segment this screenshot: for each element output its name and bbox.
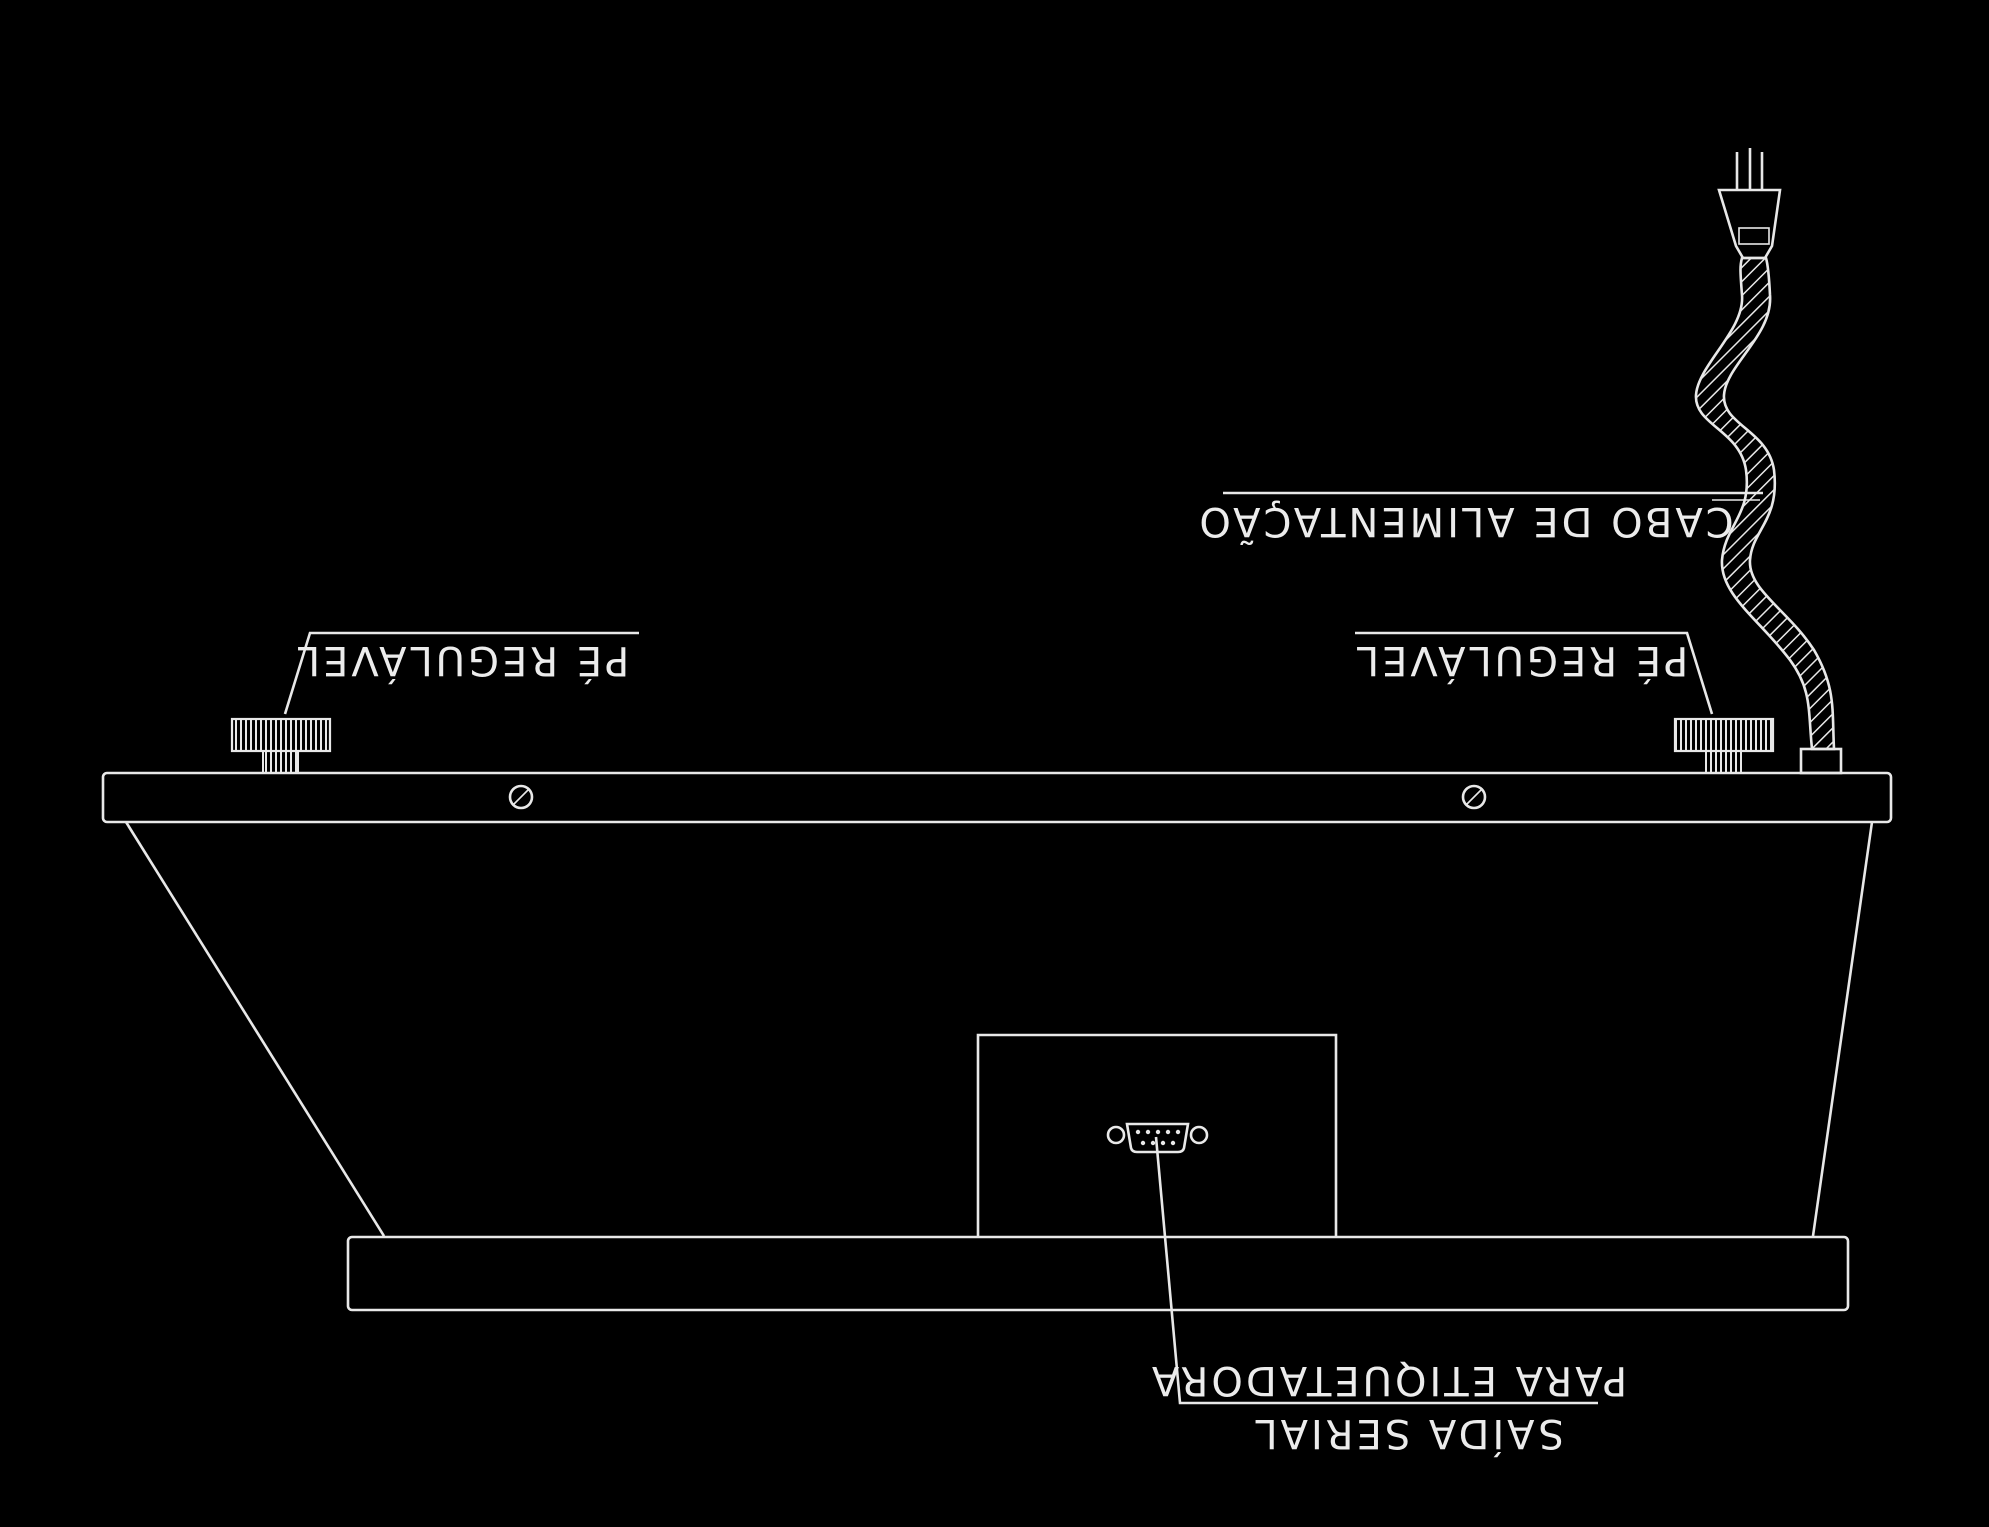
screw-left-icon <box>508 784 534 810</box>
housing-body <box>124 821 1874 1237</box>
serial-port-icon <box>1106 1122 1209 1154</box>
label-power-cable: CABO DE ALIMENTAÇÃO <box>1196 498 1733 546</box>
adjustable-foot-right <box>1673 717 1775 774</box>
serial-panel <box>976 1033 1338 1237</box>
label-serial-line2: PARA ETIQUETADORA <box>1149 1357 1627 1403</box>
power-plug-icon <box>1717 148 1782 260</box>
label-serial-line1: SAÍDA SERIAL <box>1252 1410 1563 1458</box>
label-foot-left: PÉ REGULÁVEL <box>295 637 629 685</box>
screw-right-icon <box>1461 784 1487 810</box>
label-foot-right: PÉ REGULÁVEL <box>1354 637 1688 685</box>
adjustable-foot-left <box>230 717 332 774</box>
base-plate <box>346 1235 1850 1312</box>
leader-lines <box>283 491 1763 1405</box>
top-plate <box>101 771 1893 824</box>
